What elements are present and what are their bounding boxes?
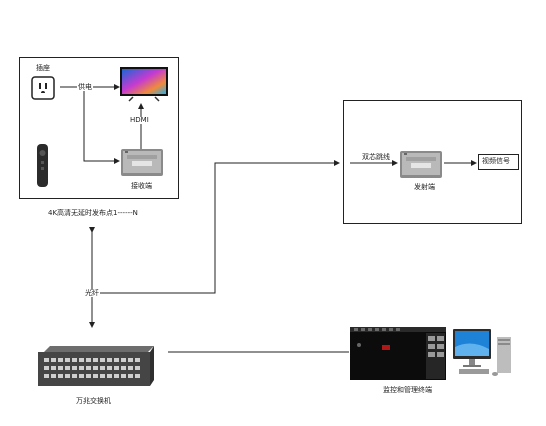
fiber-link-transmitter <box>92 160 340 294</box>
tv-screen-icon <box>120 67 168 102</box>
transmitter-label: 发射端 <box>414 183 435 191</box>
video-signal-box <box>478 154 519 170</box>
power-branch-line <box>83 87 120 164</box>
receiver-device-icon <box>121 149 163 176</box>
fiber-label: 光纤 <box>84 289 100 297</box>
transmitter-device-icon <box>400 151 442 178</box>
switch-label: 万兆交换机 <box>76 397 111 405</box>
power-label: 供电 <box>77 83 93 91</box>
remote-control-icon <box>37 144 48 187</box>
power-socket-icon <box>31 76 55 100</box>
monitoring-screen-icon <box>350 327 446 380</box>
video-signal-label: 视频信号 <box>482 157 510 165</box>
terminal-label: 监控和管理终端 <box>383 386 432 394</box>
socket-label: 插座 <box>36 64 50 72</box>
site-caption: 4K高清无延时发布点1------N <box>48 209 138 217</box>
receiver-label: 接收端 <box>131 182 152 190</box>
cable-label: 双芯跳线 <box>362 153 390 161</box>
network-switch-icon <box>38 346 154 386</box>
desktop-computer-icon <box>453 329 511 376</box>
hdmi-label: HDMI <box>129 116 150 124</box>
